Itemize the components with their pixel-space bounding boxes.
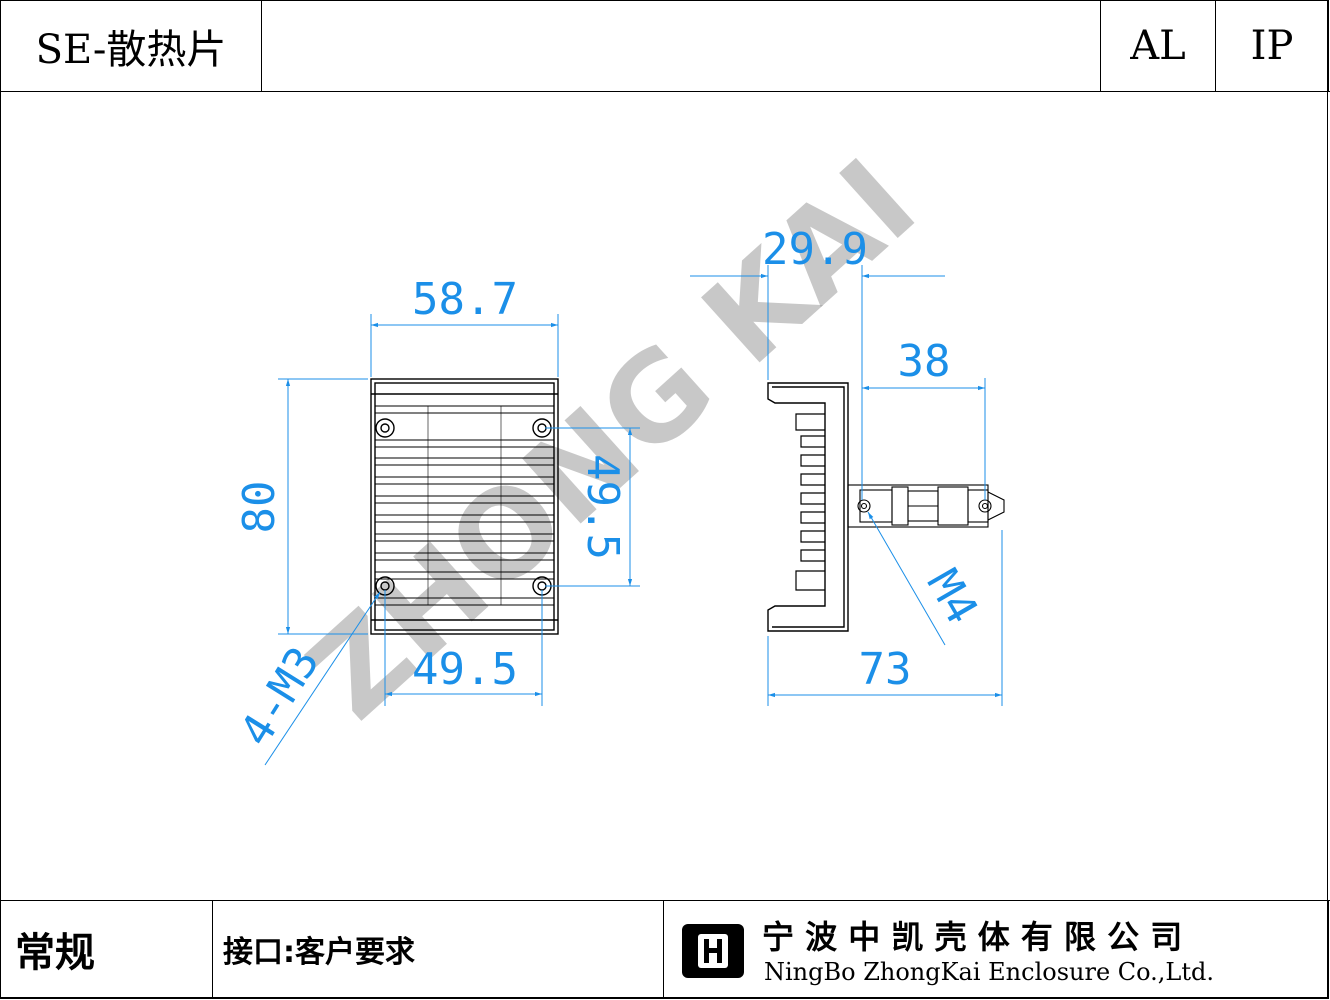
- company-en: NingBo ZhongKai Enclosure Co.,Ltd.: [764, 958, 1214, 986]
- heatsink-side-view: [767, 382, 1005, 632]
- company-cn: 宁 波 中 凯 壳 体 有 限 公 司: [762, 918, 1183, 956]
- category-cell: 常规: [0, 900, 213, 999]
- protection-cell: IP: [1215, 0, 1329, 92]
- dim-side-38: 38: [898, 336, 951, 387]
- header-divider: [0, 91, 1330, 92]
- drawing-title: SE-散热片: [35, 27, 227, 73]
- interface-label: 接口:客户要求: [223, 935, 415, 970]
- protection-label: IP: [1250, 23, 1294, 69]
- dimension-lines: [264, 265, 1003, 766]
- dim-hole-spacing-h: 49.5: [412, 644, 518, 695]
- side-fins: [795, 413, 825, 591]
- company-logo: [682, 924, 744, 978]
- dim-hole-spacing-v: 49.5: [577, 454, 628, 560]
- footer-divider: [0, 900, 1330, 901]
- company-cell: 宁 波 中 凯 壳 体 有 限 公 司 NingBo ZhongKai Encl…: [663, 900, 1329, 999]
- heatsink-front-view: [370, 378, 559, 635]
- dim-height-left: 80: [234, 481, 285, 534]
- logo-inner: [698, 934, 728, 968]
- connector-body: [847, 484, 1005, 528]
- dim-side-thread: M4: [917, 561, 988, 632]
- material-label: AL: [1130, 23, 1186, 69]
- dim-width-top: 58.7: [412, 274, 518, 325]
- dim-side-73: 73: [859, 644, 912, 695]
- fins: [375, 405, 554, 606]
- interface-cell: 接口:客户要求: [212, 900, 664, 999]
- dim-side-depth: 29.9: [762, 224, 868, 275]
- category-label: 常规: [15, 930, 95, 976]
